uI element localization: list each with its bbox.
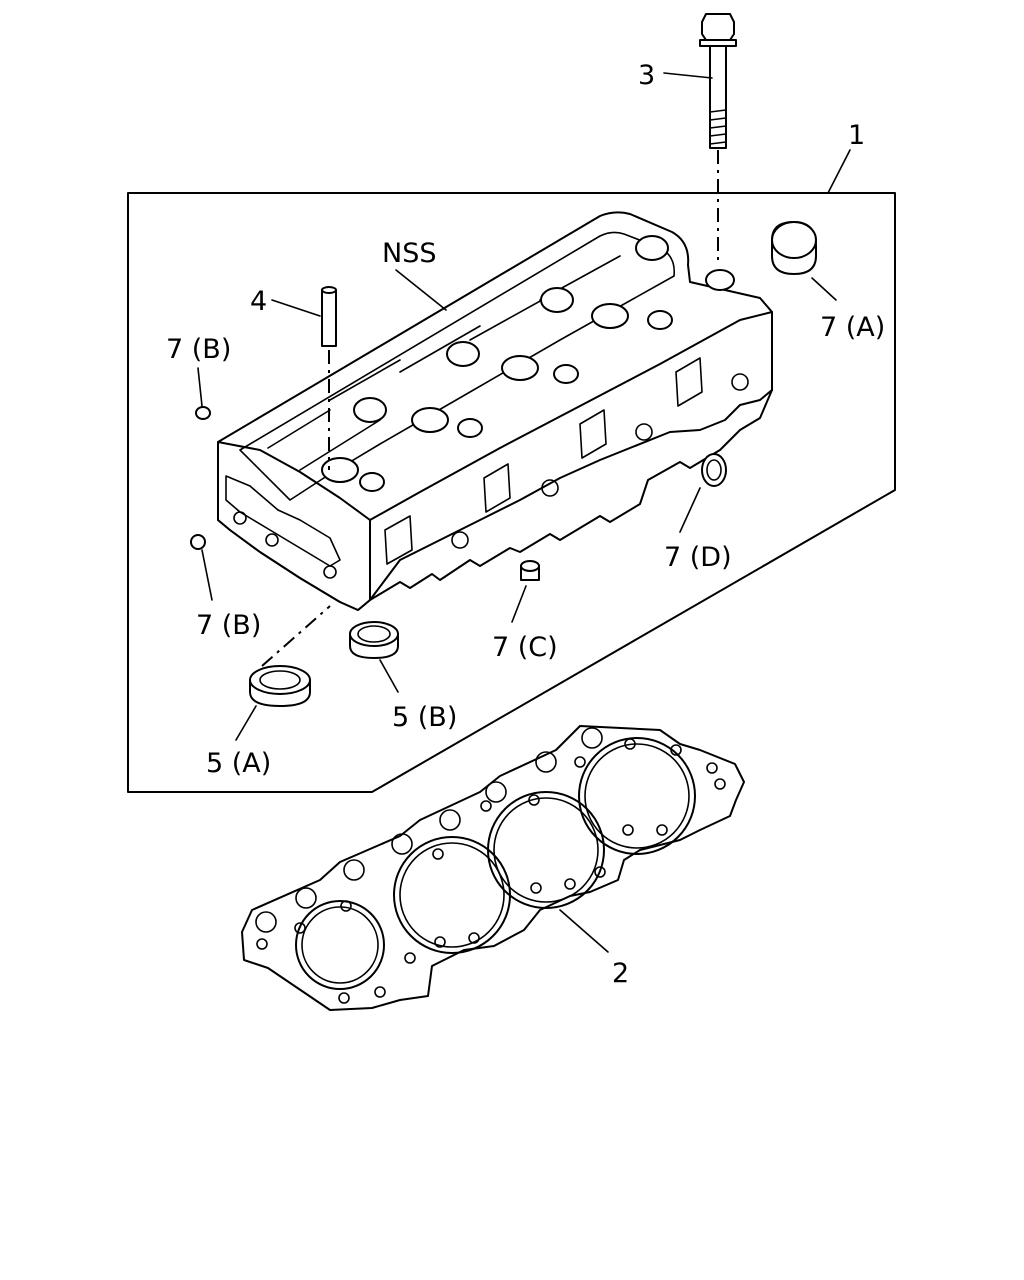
cylinder-head: [217, 211, 773, 611]
label-5b: 5 (B): [392, 702, 457, 733]
head-gasket: [241, 725, 745, 1011]
label-3: 3: [638, 60, 655, 91]
plug-7d: [701, 453, 727, 487]
seal-5b: [349, 621, 399, 659]
label-7c: 7 (C): [492, 632, 558, 663]
label-4: 4: [250, 286, 267, 317]
seal-5a: [249, 605, 331, 707]
valve-guide: [321, 286, 337, 470]
label-2: 2: [612, 958, 629, 989]
label-7a: 7 (A): [820, 312, 885, 343]
plug-7b-top: [195, 406, 211, 420]
label-7b-top: 7 (B): [166, 334, 231, 365]
label-1: 1: [848, 120, 865, 151]
head-bolt: [699, 13, 737, 262]
label-5a: 5 (A): [206, 748, 271, 779]
label-nss: NSS: [382, 238, 436, 269]
plug-7b-bottom: [190, 534, 206, 550]
label-7d: 7 (D): [664, 542, 732, 573]
plug-7a: [771, 221, 817, 275]
plug-7c: [520, 560, 540, 581]
leader-lines: [197, 72, 851, 953]
assembly-frame: [127, 192, 896, 793]
label-7b-bottom: 7 (B): [196, 610, 261, 641]
